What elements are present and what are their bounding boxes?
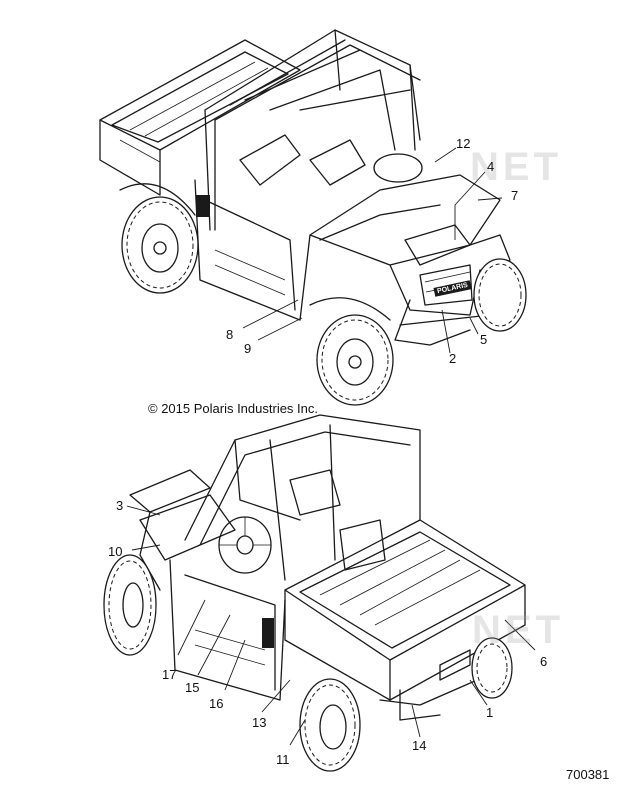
part-number: 700381 [566,767,610,782]
callout-9: 9 [244,341,252,356]
callout-4: 4 [487,159,495,174]
callout-14: 14 [412,738,427,753]
callout-12: 12 [456,136,471,151]
vehicle-rear-view [103,414,526,772]
top-leader-lines [242,147,503,354]
callout-8: 8 [226,327,234,342]
callout-6: 6 [540,654,548,669]
callout-15: 15 [185,680,200,695]
watermark-bottom: NET [472,608,564,652]
callout-16: 16 [209,696,224,711]
callout-13: 13 [252,715,267,730]
callout-11: 11 [276,752,290,767]
watermark-top: NET [470,145,562,189]
bottom-leader-lines [126,505,536,746]
callout-5: 5 [480,332,488,347]
callout-7: 7 [511,188,519,203]
callout-17: 17 [162,667,177,682]
callout-1: 1 [486,705,494,720]
callout-10: 10 [108,544,123,559]
copyright-notice: © 2015 Polaris Industries Inc. [148,401,318,416]
callout-2: 2 [449,351,457,366]
callout-3: 3 [116,498,124,513]
vehicle-front-view [99,29,527,406]
